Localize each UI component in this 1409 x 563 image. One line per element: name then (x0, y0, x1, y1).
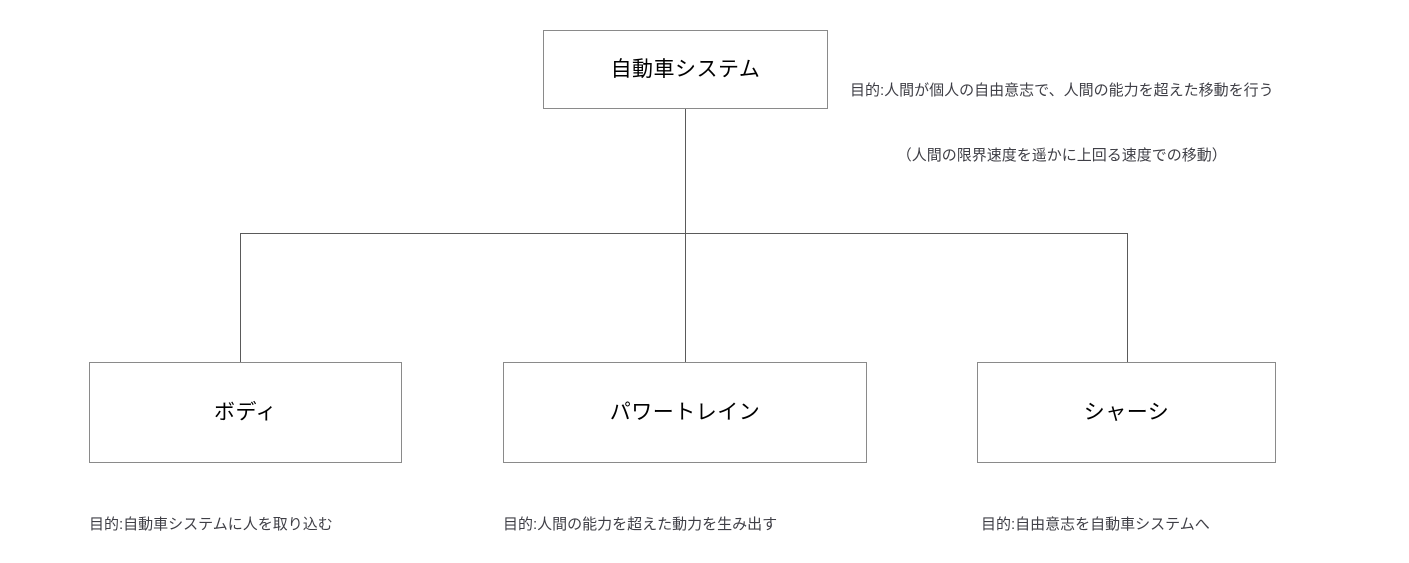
connector-root-stem (685, 109, 686, 233)
annotation-line: 目的:自由意志を自動車システムへ (981, 515, 1210, 533)
node-label-chassis: シャーシ (1083, 400, 1170, 424)
node-label-body: ボディ (213, 400, 278, 424)
node-label-automobile-system: 自動車システム (610, 57, 761, 81)
node-powertrain[interactable]: パワートレイン (503, 362, 867, 463)
node-body[interactable]: ボディ (89, 362, 402, 463)
connector-drop-body (240, 233, 241, 362)
annotation-line: （人間の限界速度を遥かに上回る速度での移動） (896, 146, 1227, 164)
node-chassis[interactable]: シャーシ (977, 362, 1276, 463)
connector-drop-chassis (1127, 233, 1128, 362)
annotation-body: 目的:自動車システムに人を取り込む (構造系) (89, 470, 333, 563)
node-label-powertrain: パワートレイン (609, 400, 761, 424)
annotation-line: 目的:人間が個人の自由意志で、人間の能力を超えた移動を行う (850, 81, 1274, 99)
connector-horizontal-bus (240, 233, 1128, 234)
annotation-automobile-system: 目的:人間が個人の自由意志で、人間の能力を超えた移動を行う （人間の限界速度を遥… (850, 36, 1274, 210)
annotation-line: 目的:自動車システムに人を取り込む (89, 515, 333, 533)
node-automobile-system[interactable]: 自動車システム (543, 30, 828, 109)
annotation-line: 目的:人間の能力を超えた動力を生み出す (503, 515, 778, 533)
annotation-powertrain: 目的:人間の能力を超えた動力を生み出す (動力源系) (503, 470, 777, 563)
connector-drop-powertrain (685, 233, 686, 362)
annotation-chassis: 目的:自由意志を自動車システムへ 反映させる (操舵系) (981, 470, 1210, 563)
